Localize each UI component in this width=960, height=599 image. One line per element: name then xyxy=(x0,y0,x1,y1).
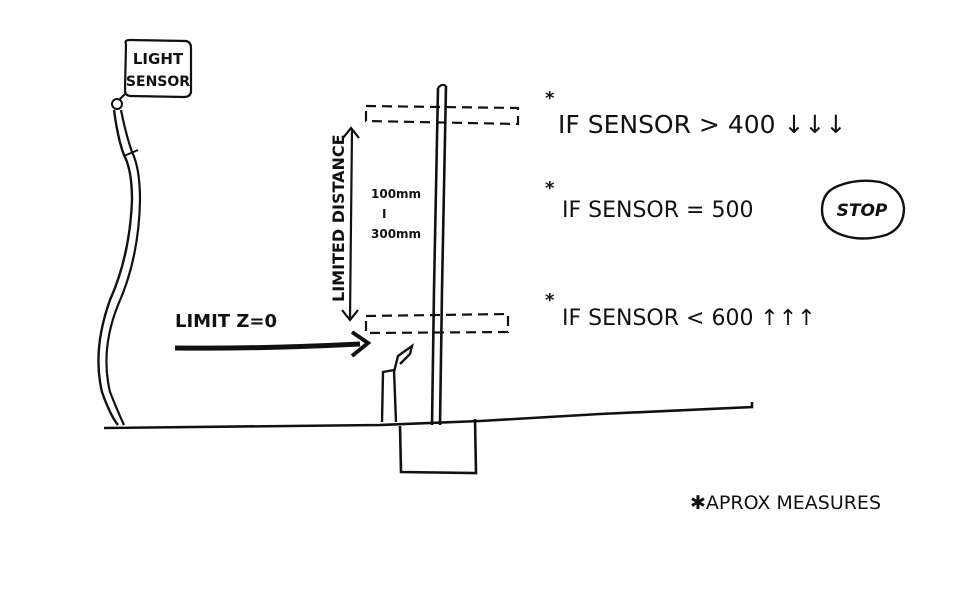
rule-lower-asterisk: * xyxy=(545,290,555,311)
lower-limit-marker xyxy=(364,312,510,335)
light-sensor-pointer xyxy=(118,92,127,101)
rule-middle-asterisk: * xyxy=(545,178,555,199)
light-sensor-callout: LIGHT SENSOR xyxy=(118,38,193,101)
rule-upper-text: IF SENSOR > 400 ↓↓↓ xyxy=(558,110,846,139)
limit-arrow-shaft xyxy=(174,341,361,351)
target-object-arm xyxy=(392,343,414,373)
small-target-object xyxy=(380,343,414,423)
range-separator-label: I xyxy=(382,207,386,221)
stop-sign-outline xyxy=(820,179,906,240)
limited-distance-dimension: LIMITED DISTANCE 100mm I 300mm xyxy=(329,126,421,322)
dimension-line xyxy=(348,129,354,319)
rule-lower: * IF SENSOR < 600 ↑↑↑ xyxy=(545,290,816,331)
range-bottom-label: 300mm xyxy=(371,227,421,241)
light-sensor-label-line2: SENSOR xyxy=(126,74,190,90)
sensor-cable-joint xyxy=(123,149,139,157)
pole-left-edge xyxy=(430,87,440,426)
sensor-cable-outer xyxy=(97,109,134,426)
stop-sign-label: STOP xyxy=(837,201,888,221)
dimension-arrow-top xyxy=(342,126,360,139)
upper-limit-marker xyxy=(364,104,520,126)
rule-middle: * IF SENSOR = 500 STOP xyxy=(545,178,906,240)
lower-limit-dashed-box xyxy=(364,312,510,335)
ground-line xyxy=(103,402,754,430)
rule-middle-text: IF SENSOR = 500 xyxy=(562,198,753,223)
rule-lower-text: IF SENSOR < 600 ↑↑↑ xyxy=(562,306,816,331)
target-object-body xyxy=(380,368,398,423)
vertical-pole xyxy=(430,83,448,426)
limited-distance-label: LIMITED DISTANCE xyxy=(329,134,348,302)
light-sensor-box xyxy=(123,38,193,99)
limit-z-callout: LIMIT Z=0 xyxy=(174,311,372,358)
pole-base-box xyxy=(398,418,478,475)
light-sensor-label-line1: LIGHT xyxy=(133,50,184,68)
pole-top-cap xyxy=(437,83,447,89)
dimension-arrow-bottom xyxy=(341,309,359,322)
pole-right-edge xyxy=(438,85,448,426)
upper-limit-dashed-box xyxy=(364,104,520,126)
rule-upper: * IF SENSOR > 400 ↓↓↓ xyxy=(545,88,846,139)
approx-measures-note: ✱APROX MEASURES xyxy=(690,492,881,514)
light-sensor-head xyxy=(111,98,123,110)
light-sensor-device xyxy=(97,98,142,426)
limit-arrow-head xyxy=(350,330,372,358)
limit-z-label: LIMIT Z=0 xyxy=(175,311,277,332)
rule-upper-asterisk: * xyxy=(545,88,555,109)
range-top-label: 100mm xyxy=(371,187,421,201)
sensor-cable-inner xyxy=(105,109,142,426)
